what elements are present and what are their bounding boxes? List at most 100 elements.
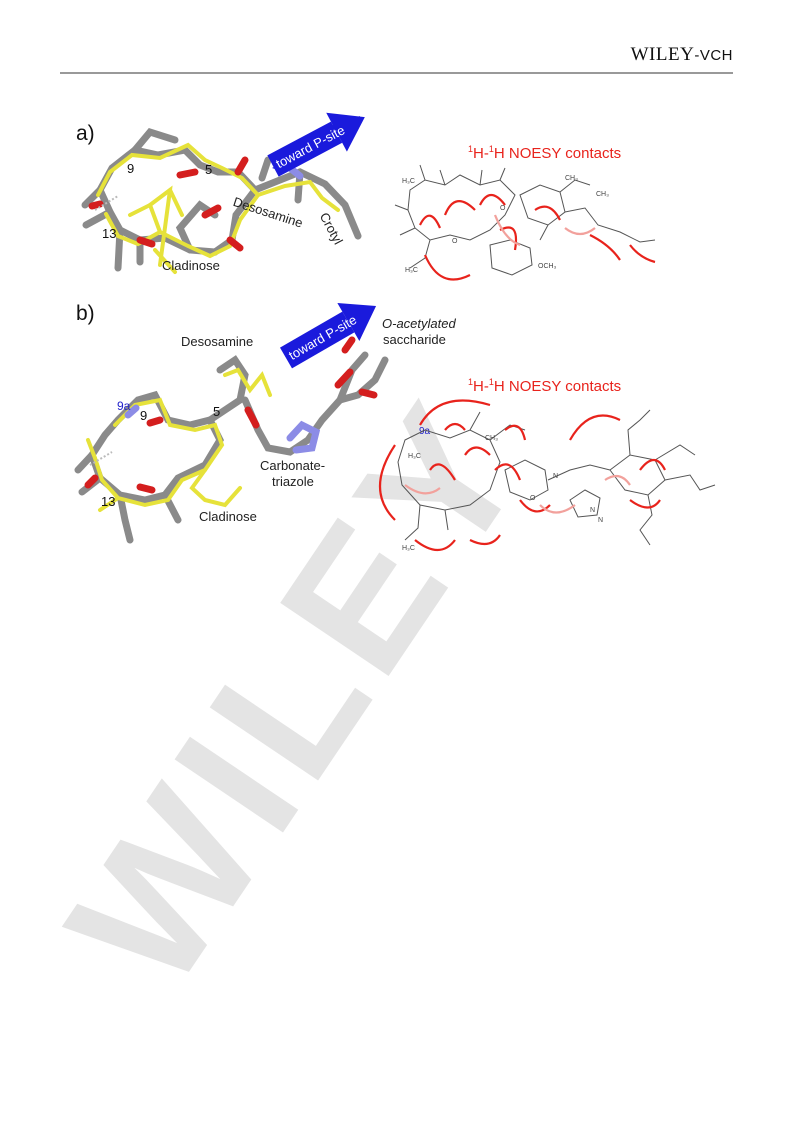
- a-noesy-arc-8: [419, 214, 442, 229]
- b-label-9: 9: [140, 408, 148, 423]
- a-2d-atom-5: OCH₃: [538, 263, 557, 270]
- a-2d-atom-2: H₃C: [405, 267, 418, 274]
- a-oxygen-6: [88, 200, 104, 210]
- b-label-9a: 9a: [117, 399, 131, 413]
- a-label-cladinose: Cladinose: [162, 258, 220, 273]
- b-2d-desosamine: [504, 459, 549, 501]
- b-noesy-arc-4: [464, 446, 491, 456]
- a-noesy-arc-5: [534, 205, 561, 221]
- b-oxygen-2: [136, 483, 156, 494]
- b-label-5: 5: [213, 404, 221, 419]
- b-label-carbonate: Carbonate-: [260, 458, 326, 473]
- a-arrow-body: [267, 121, 343, 177]
- a-noesy-arc-4: [499, 226, 518, 251]
- b-gray-branch-2: [241, 351, 369, 456]
- a-noesy-arc-7: [629, 244, 656, 264]
- panel-a-label: a): [76, 122, 95, 145]
- b-yellow-branch-3: [86, 438, 120, 512]
- b-triazole: [286, 420, 321, 454]
- header-rule: [60, 72, 733, 74]
- b-2d-atom-6: N: [553, 473, 558, 480]
- b-2d-sub-1: [404, 504, 449, 541]
- a-2d-sub-3: [539, 179, 591, 241]
- b-noesy-arc-12: [629, 499, 661, 509]
- b-2d-atom-2: CH₃: [485, 435, 498, 442]
- publisher-suffix: -VCH: [694, 47, 733, 64]
- a-2d-sub-1: [419, 164, 506, 186]
- b-2d-acetyl-1: [627, 409, 651, 456]
- panel-b-label: b): [76, 302, 95, 325]
- b-noesy-arc-7: [414, 539, 456, 552]
- a-oxygen-1: [176, 168, 199, 179]
- b-noesy-arc-2: [419, 399, 491, 426]
- b-gray-branch-1: [206, 355, 249, 424]
- a-gray-branch-2: [251, 168, 362, 240]
- a-oxygen-3: [226, 236, 244, 252]
- b-noesy-arc-10: [569, 414, 621, 441]
- b-yellow-branch-1: [189, 468, 242, 508]
- b-noesy-arc-5: [494, 463, 522, 481]
- a-noesy-arc-2: [443, 200, 476, 216]
- b-noesy-arc-faint-1: [404, 484, 441, 495]
- b-noesy-arc-11: [639, 458, 666, 471]
- b-2d-atom-3: H₃C: [408, 453, 421, 460]
- b-label-13: 13: [101, 494, 116, 509]
- a-2d-atom-4: CH₃: [596, 191, 609, 198]
- b-oxygen-1: [146, 416, 164, 427]
- a-gray-branch-1: [131, 127, 179, 154]
- a-noesy-arc-6: [589, 234, 621, 261]
- b-2d-macrolide: [397, 429, 501, 511]
- a-noesy-arc-3: [479, 193, 506, 206]
- b-yellow-branch-2: [223, 367, 272, 397]
- b-yellow-ring: [93, 397, 225, 508]
- a-noesy-title: 1H-1H NOESY contacts: [468, 144, 622, 162]
- a-noesy-arc-faint-2: [564, 227, 596, 236]
- b-gray-branch-3: [336, 356, 389, 404]
- b-oxygen-4: [334, 368, 354, 389]
- a-oxygen-2: [201, 204, 222, 219]
- b-struct-label-9a: 9a: [419, 426, 431, 437]
- a-label-5: 5: [205, 162, 213, 177]
- b-2d-triazole: [569, 489, 601, 518]
- b-oxygen-7: [84, 474, 99, 489]
- b-hbond: [89, 451, 113, 466]
- b-2d-atom-5: N: [598, 517, 603, 524]
- a-2d-atom-1: H₃C: [402, 178, 415, 185]
- b-oxygen-5: [341, 336, 356, 354]
- b-noesy-arc-faint-2: [539, 504, 576, 514]
- b-label-triazole: triazole: [272, 474, 314, 489]
- b-2d-acetyl-3: [639, 494, 653, 546]
- b-noesy-arc-6: [504, 424, 527, 441]
- b-2d-acetyl-2: [664, 474, 716, 491]
- a-oxygen-4: [234, 156, 249, 176]
- b-2d-atom-7: O: [530, 495, 536, 502]
- b-nitrogen-9a: [124, 404, 140, 419]
- b-2d-atom-4: N: [590, 507, 595, 514]
- a-yellow-branch-2: [256, 179, 340, 212]
- a-2d-sub-2: [394, 204, 431, 269]
- a-yellow-branch-1: [147, 185, 173, 267]
- a-2d-macrolactone: [407, 174, 516, 241]
- b-2d-atom-1: H₃C: [402, 545, 415, 552]
- a-arrow-head: [326, 112, 365, 152]
- a-2d-atom-6: O: [500, 205, 506, 212]
- b-noesy-arc-9: [519, 499, 551, 513]
- b-oxygen-6: [358, 388, 378, 399]
- b-arrow-body: [280, 311, 355, 369]
- a-label-9: 9: [127, 161, 135, 176]
- a-2d-crotyl: [564, 207, 656, 243]
- b-label-desosamine: Desosamine: [181, 334, 254, 349]
- a-gray-ring: [96, 146, 260, 256]
- a-oxygen-5: [136, 236, 156, 248]
- a-yellow-branch-3: [128, 188, 184, 274]
- b-arrow-head: [337, 302, 377, 342]
- b-noesy-arc-3: [429, 463, 456, 481]
- b-2d-acetyl-4: [654, 444, 696, 461]
- b-noesy-title: 1H-1H NOESY contacts: [468, 377, 622, 395]
